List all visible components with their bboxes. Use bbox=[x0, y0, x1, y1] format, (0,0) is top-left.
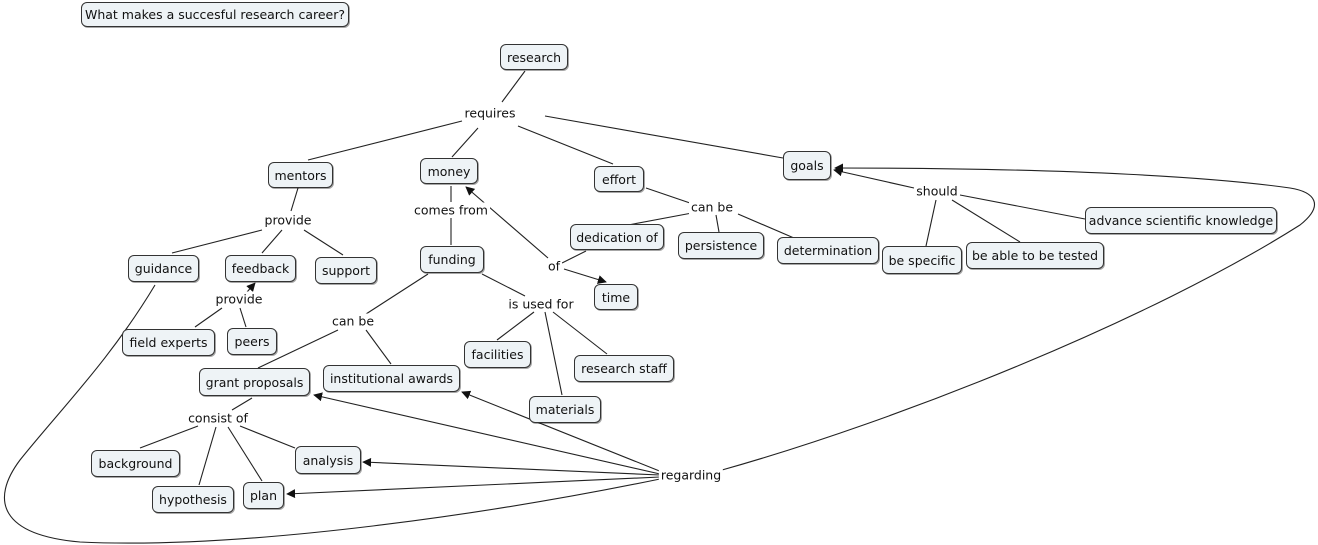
concept-determination[interactable]: determination bbox=[777, 237, 879, 264]
edge-fieldexperts-provide bbox=[194, 307, 223, 328]
edge-regarding-institutional bbox=[461, 390, 663, 473]
concept-institutional-awards[interactable]: institutional awards bbox=[323, 365, 460, 392]
edge-guidance-regarding bbox=[3, 284, 661, 544]
edge-requires-money bbox=[451, 127, 479, 158]
link-can-be-funding: can be bbox=[329, 313, 377, 329]
concept-hypothesis[interactable]: hypothesis bbox=[152, 486, 234, 513]
edge-consistof-hypothesis bbox=[198, 426, 217, 486]
concept-support[interactable]: support bbox=[315, 257, 377, 284]
concept-goals[interactable]: goals bbox=[783, 151, 831, 180]
edge-regarding-analysis bbox=[362, 457, 661, 476]
edge-grant-consistof bbox=[231, 397, 253, 411]
concept-effort[interactable]: effort bbox=[594, 166, 644, 192]
concept-be-specific[interactable]: be specific bbox=[882, 246, 962, 274]
concept-field-experts[interactable]: field experts bbox=[122, 329, 215, 356]
edge-requires-effort bbox=[517, 125, 614, 165]
edge-canbe-persistence bbox=[715, 214, 720, 233]
edge-regarding-goals bbox=[721, 163, 1315, 471]
edge-of-money bbox=[465, 186, 549, 259]
edge-regarding-plan bbox=[286, 476, 661, 499]
edge-funding-isusedfor bbox=[481, 273, 526, 297]
concept-grant-proposals[interactable]: grant proposals bbox=[199, 368, 310, 396]
edge-regarding-grant bbox=[313, 392, 661, 475]
link-of: of bbox=[545, 258, 563, 274]
concept-plan[interactable]: plan bbox=[243, 482, 284, 509]
concept-analysis[interactable]: analysis bbox=[295, 446, 361, 474]
concept-peers[interactable]: peers bbox=[227, 328, 277, 355]
link-should: should bbox=[914, 183, 960, 199]
edge-canbe-determination bbox=[737, 213, 795, 239]
edge-funding-canbe bbox=[365, 273, 429, 315]
edge-consistof-background bbox=[139, 425, 199, 449]
link-provide-feedback: provide bbox=[213, 291, 265, 307]
edge-canbe-dedication bbox=[627, 212, 693, 226]
edge-dedication-of bbox=[561, 250, 587, 264]
concept-dedication-of[interactable]: dedication of bbox=[570, 224, 664, 250]
concept-materials[interactable]: materials bbox=[529, 396, 601, 423]
link-comes-from: comes from bbox=[412, 202, 490, 218]
link-requires: requires bbox=[462, 105, 518, 121]
edge-provide-guidance bbox=[171, 229, 263, 254]
link-regarding: regarding bbox=[658, 467, 724, 483]
edge-provide-feedback-arrow bbox=[246, 282, 256, 293]
concept-background[interactable]: background bbox=[91, 450, 180, 477]
edge-of-time bbox=[563, 268, 607, 284]
concept-time[interactable]: time bbox=[594, 284, 638, 310]
edge-peers-provide bbox=[239, 307, 247, 328]
concept-feedback[interactable]: feedback bbox=[225, 255, 296, 282]
edge-requires-mentors bbox=[307, 120, 463, 161]
link-is-used-for: is used for bbox=[506, 296, 576, 312]
edge-requires-goals bbox=[544, 115, 784, 159]
edge-should-bespecific bbox=[925, 199, 937, 247]
edge-provide-feedback bbox=[261, 229, 283, 254]
concept-facilities[interactable]: facilities bbox=[464, 341, 531, 368]
link-can-be-effort: can be bbox=[688, 199, 736, 215]
concept-research[interactable]: research bbox=[500, 44, 568, 70]
link-consist-of: consist of bbox=[186, 410, 250, 426]
concept-funding[interactable]: funding bbox=[420, 246, 484, 273]
edge-consistof-plan bbox=[227, 426, 263, 482]
concept-be-able-to-be-tested[interactable]: be able to be tested bbox=[966, 242, 1104, 269]
edge-isusedfor-materials bbox=[544, 311, 563, 396]
edge-isusedfor-staff bbox=[552, 311, 608, 355]
edge-effort-canbe bbox=[645, 187, 691, 204]
edge-should-goals bbox=[833, 167, 915, 189]
edge-advance-should bbox=[959, 194, 1086, 220]
concept-guidance[interactable]: guidance bbox=[128, 255, 199, 282]
edge-should-testable bbox=[951, 199, 1021, 243]
concept-money[interactable]: money bbox=[420, 158, 478, 184]
edge-mentors-provide bbox=[290, 187, 299, 212]
edge-research-requires bbox=[501, 70, 526, 103]
edge-provide-support bbox=[303, 229, 344, 256]
edge-canbe-grant bbox=[257, 329, 339, 369]
concept-mentors[interactable]: mentors bbox=[268, 162, 333, 188]
title-box: What makes a succesful research career? bbox=[81, 2, 349, 27]
concept-advance-scientific-knowledge[interactable]: advance scientific knowledge bbox=[1085, 207, 1277, 234]
concept-research-staff[interactable]: research staff bbox=[574, 355, 674, 382]
concept-persistence[interactable]: persistence bbox=[678, 232, 764, 259]
link-provide-mentors: provide bbox=[262, 212, 314, 228]
edge-consistof-analysis bbox=[239, 425, 296, 449]
edge-isusedfor-facilities bbox=[496, 311, 535, 341]
edge-canbe-institutional bbox=[365, 329, 392, 365]
